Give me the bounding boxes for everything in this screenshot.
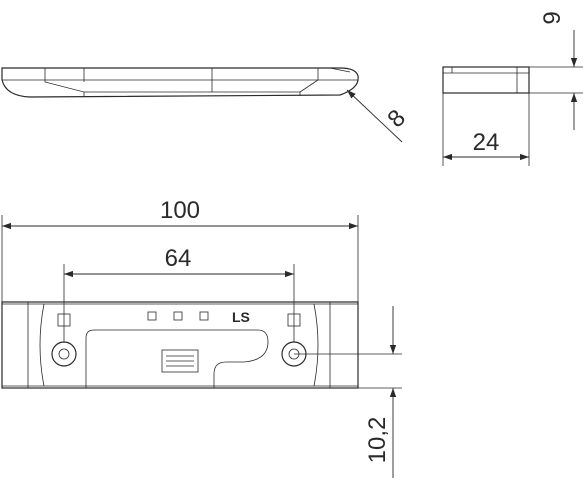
- offset-dimension: 10,2: [294, 306, 402, 478]
- width-dimension: 24: [442, 93, 530, 166]
- hole-spacing-label: 64: [165, 245, 192, 272]
- hole-spacing-dimension: 64: [63, 245, 295, 342]
- offset-label: 10,2: [364, 417, 391, 464]
- radius-dimension: 8: [346, 89, 411, 143]
- end-view: [442, 66, 530, 94]
- part-marking: LS: [232, 309, 250, 325]
- front-view: LS: [1, 301, 359, 389]
- height-dimension: 9: [529, 11, 583, 130]
- width-label: 24: [473, 129, 500, 156]
- label-plate: [161, 349, 199, 373]
- side-view: [1, 67, 359, 98]
- radius-label: 8: [382, 104, 411, 133]
- length-dimension: 100: [1, 197, 359, 302]
- length-label: 100: [160, 197, 200, 224]
- height-label: 9: [539, 11, 566, 24]
